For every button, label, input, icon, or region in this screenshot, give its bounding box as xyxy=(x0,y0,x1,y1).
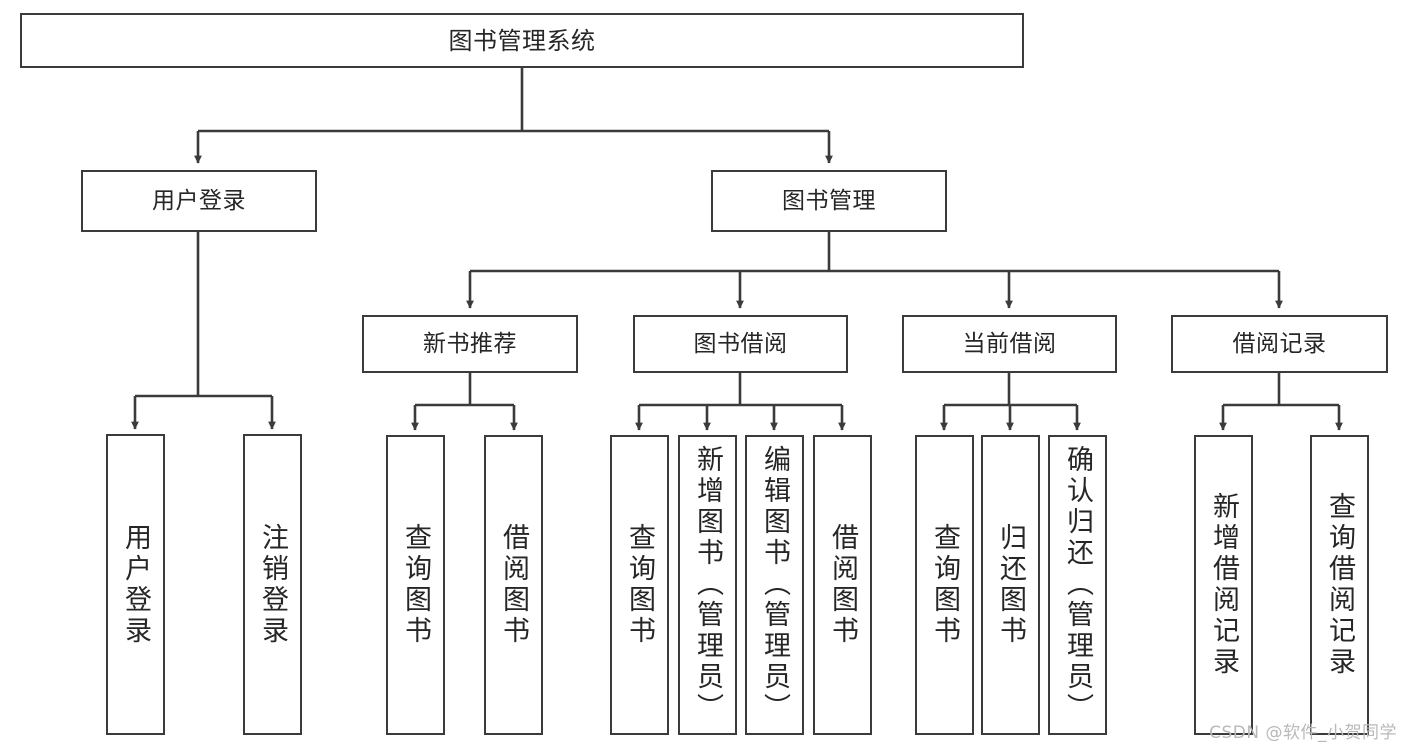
node-label: 注销登录 xyxy=(257,522,288,647)
node-label: 查询图书 xyxy=(400,523,431,647)
node-label: 当前借阅 xyxy=(962,330,1057,357)
node-root-book-management-system[interactable]: 图书管理系统 xyxy=(20,13,1024,68)
node-label: 借阅记录 xyxy=(1232,330,1327,357)
node-leaf-add-borrow-record[interactable]: 新增借阅记录 xyxy=(1194,435,1253,735)
node-leaf-borrow-book[interactable]: 借阅图书 xyxy=(813,435,872,735)
node-label: 用户登录 xyxy=(152,187,246,214)
node-leaf-query-book-borrow[interactable]: 查询图书 xyxy=(610,435,669,735)
node-label: 新增借阅记录 xyxy=(1208,492,1239,678)
csdn-watermark: CSDN @软件_小贺同学 xyxy=(1209,723,1397,743)
node-label: 图书管理系统 xyxy=(448,26,596,55)
node-leaf-edit-book-admin[interactable]: 编辑图书（管理员） xyxy=(745,435,804,735)
node-user-login[interactable]: 用户登录 xyxy=(81,170,317,232)
node-label: 借阅图书 xyxy=(498,523,529,647)
node-current-borrow[interactable]: 当前借阅 xyxy=(902,315,1117,373)
node-leaf-borrow-book-recommend[interactable]: 借阅图书 xyxy=(484,435,543,735)
node-label: 查询图书 xyxy=(624,523,655,647)
node-borrow-record[interactable]: 借阅记录 xyxy=(1171,315,1388,373)
node-label: 归还图书 xyxy=(995,523,1026,647)
node-leaf-user-logout[interactable]: 注销登录 xyxy=(243,434,302,735)
node-leaf-add-book-admin[interactable]: 新增图书（管理员） xyxy=(678,435,737,735)
node-label: 新书推荐 xyxy=(423,330,517,357)
node-leaf-confirm-return-admin[interactable]: 确认归还（管理员） xyxy=(1048,435,1107,735)
node-leaf-user-login[interactable]: 用户登录 xyxy=(106,434,165,735)
node-label: 图书借阅 xyxy=(693,330,788,357)
node-leaf-query-borrow-record[interactable]: 查询借阅记录 xyxy=(1310,435,1369,735)
node-label: 确认归还（管理员） xyxy=(1062,445,1093,724)
node-label: 用户登录 xyxy=(120,522,151,647)
node-label: 图书管理 xyxy=(782,187,876,214)
node-leaf-return-book[interactable]: 归还图书 xyxy=(981,435,1040,735)
node-book-borrow[interactable]: 图书借阅 xyxy=(633,315,848,373)
node-label: 查询图书 xyxy=(929,523,960,647)
node-book-management[interactable]: 图书管理 xyxy=(711,170,947,232)
node-label: 编辑图书（管理员） xyxy=(759,445,790,724)
node-leaf-query-book-recommend[interactable]: 查询图书 xyxy=(386,435,445,735)
node-new-book-recommend[interactable]: 新书推荐 xyxy=(362,315,578,373)
node-label: 查询借阅记录 xyxy=(1324,492,1355,678)
node-label: 新增图书（管理员） xyxy=(692,445,723,724)
node-label: 借阅图书 xyxy=(827,523,858,647)
node-leaf-query-book-current[interactable]: 查询图书 xyxy=(915,435,974,735)
